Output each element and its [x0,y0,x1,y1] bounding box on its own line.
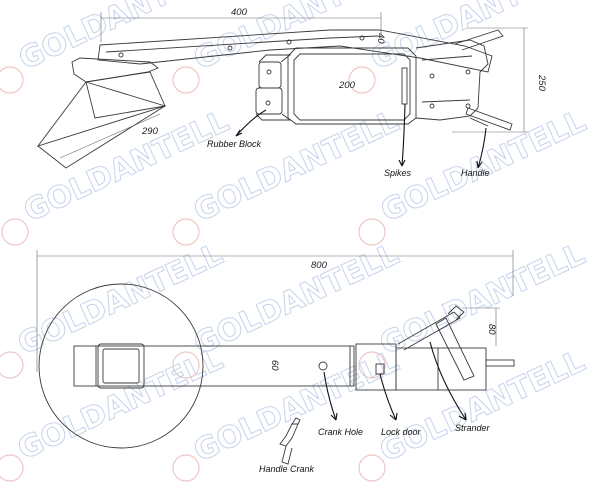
upper-arm [97,29,493,73]
watermark-text: GOLDANTELL [366,0,582,77]
main-bar: 60 [73,343,355,389]
callout-crank-hole: Crank Hole [318,371,363,437]
crank-hole [318,361,328,371]
label-handle-crank: Handle Crank [259,464,315,474]
watermark-row-3: GOLDANTELL GOLDANTELL GOLDANTELL [0,236,591,379]
spike-bar [401,67,408,105]
label-rubber-block: Rubber Block [207,139,262,149]
handle-crank [279,417,301,465]
strander-lever [397,305,475,381]
watermark-text: GOLDANTELL [376,104,592,229]
dim-strander-label: 80 [486,324,497,335]
rear-plate [71,57,166,119]
callout-lock-door: Lock door [379,373,422,437]
dim-length-label: 400 [231,7,248,18]
callout-spikes: Spikes [384,103,412,178]
bottom-view: 800 60 [36,250,515,474]
dim-length: 400 [100,7,382,42]
watermark-text: GOLDANTELL [375,344,591,469]
watermark-row-1: GOLDANTELL GOLDANTELL GOLDANTELL [0,0,582,94]
rubber-block [255,54,292,121]
dim-height-label: 250 [536,74,547,92]
watermark-row-4: GOLDANTELL GOLDANTELL GOLDANTELL [0,341,591,482]
label-handle: Handle [461,168,490,178]
callout-rubber-block: Rubber Block [207,109,267,149]
dim-width-label: 40 [375,33,386,44]
dim-inner-label: 200 [338,80,356,91]
dim-diagonal-label: 290 [141,126,159,137]
callout-handle: Handle [461,127,490,178]
dim-height: 250 [452,27,547,133]
top-view: 400 40 250 [36,7,547,178]
dim-overall-label: 800 [311,260,328,271]
dim-overall: 800 [36,250,514,372]
top-hook [454,29,504,51]
label-lock-door: Lock door [381,427,422,437]
handle [465,107,513,131]
label-spikes: Spikes [384,168,412,178]
wedge: 290 [36,81,167,169]
dim-strander: 80 [462,307,500,346]
label-crank-hole: Crank Hole [318,427,363,437]
right-block [415,39,489,121]
callout-strander: Strander [429,341,491,433]
watermark-row-2: GOLDANTELL GOLDANTELL GOLDANTELL [1,103,592,246]
dim-bar-label: 60 [269,360,280,371]
watermark-text: GOLDANTELL [189,0,405,77]
base-disc [38,283,204,449]
watermark-text: GOLDANTELL [375,237,591,362]
label-strander: Strander [455,423,491,433]
